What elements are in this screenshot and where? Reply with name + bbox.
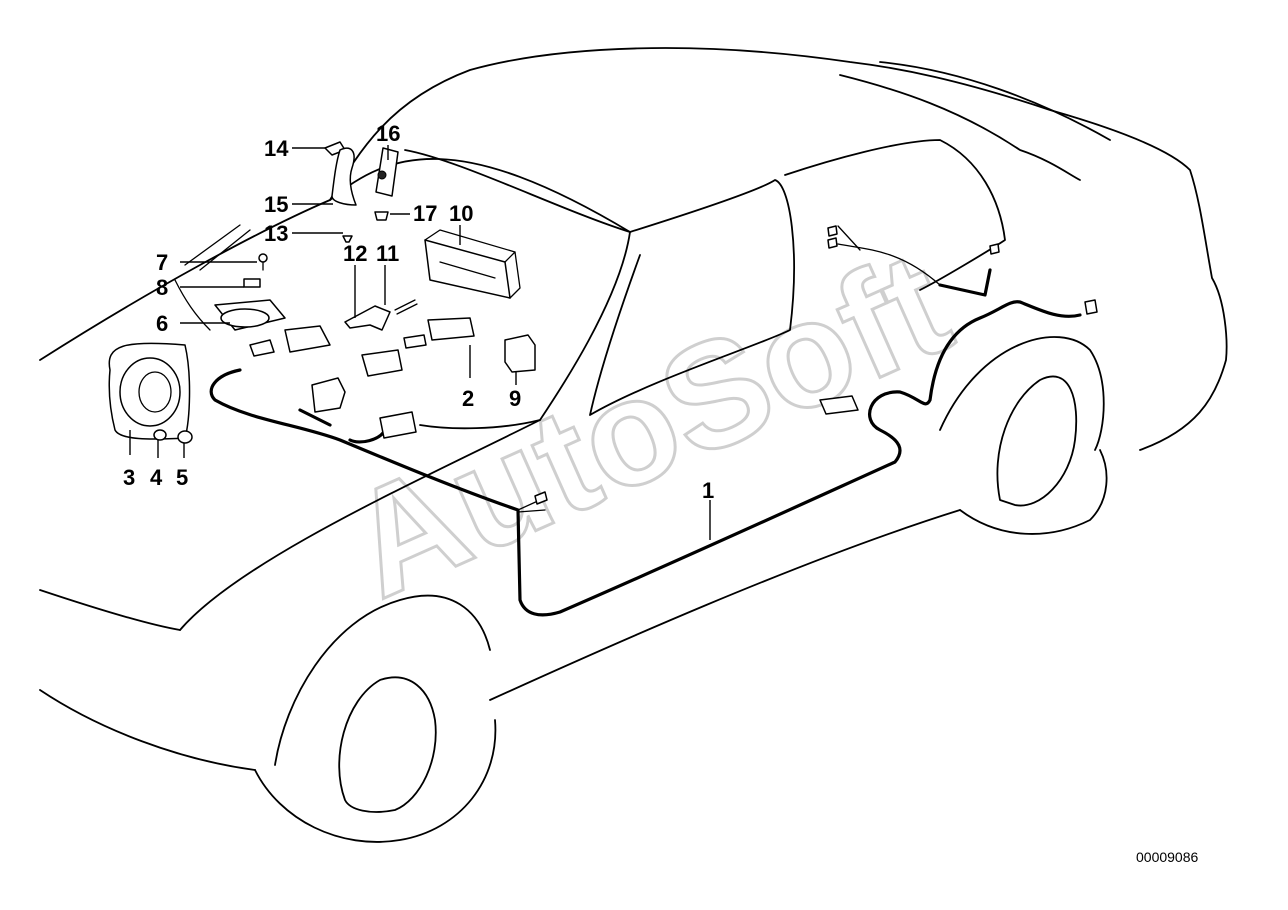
callout-7: 7: [156, 250, 168, 275]
component-nut-8: [243, 278, 261, 288]
callout-2: 2: [462, 386, 474, 411]
callout-4: 4: [150, 465, 163, 490]
callout-6: 6: [156, 311, 168, 336]
callout-3: 3: [123, 465, 135, 490]
component-nut-4: [153, 429, 167, 441]
component-clip-17: [374, 211, 389, 221]
component-clip-5: [177, 430, 193, 444]
callout-8: 8: [156, 275, 168, 300]
component-connectors: [249, 225, 1098, 505]
callout-12: 12: [343, 241, 367, 266]
component-tweeter-16: [375, 147, 399, 197]
component-screw-13: [342, 235, 353, 243]
component-radio-bracket-10: [424, 229, 521, 299]
callout-16: 16: [376, 121, 400, 146]
callout-labels: 1 2 3 4 5 6 7 8 9 10 11 12 13 14 15 16 1…: [123, 121, 714, 503]
callout-1: 1: [702, 478, 714, 503]
component-trim-15: [331, 147, 357, 206]
component-speaker-3: [108, 342, 191, 440]
callout-10: 10: [449, 201, 473, 226]
callout-15: 15: [264, 192, 288, 217]
component-speaker-6: [214, 299, 286, 331]
callout-11: 11: [376, 241, 399, 266]
callout-9: 9: [509, 386, 521, 411]
component-screw-7: [258, 253, 268, 271]
component-screw-11: [394, 299, 418, 315]
callout-14: 14: [264, 136, 289, 161]
callout-13: 13: [264, 221, 288, 246]
document-number: 00009086: [1136, 849, 1199, 865]
car-body-outline: [39, 47, 1228, 843]
leader-lines: [129, 145, 711, 540]
component-module-9: [504, 334, 536, 373]
callout-5: 5: [176, 465, 188, 490]
callout-17: 17: [413, 201, 437, 226]
component-bracket-12: [344, 305, 391, 331]
